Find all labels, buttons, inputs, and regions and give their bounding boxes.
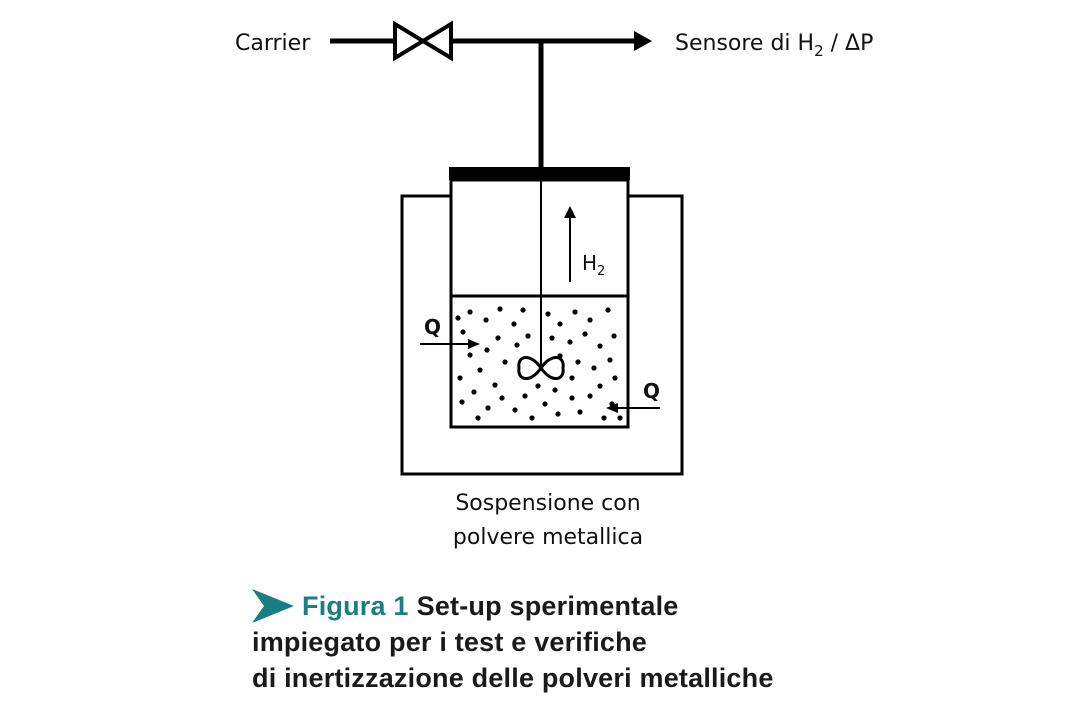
gas-label: H2 — [582, 251, 605, 279]
metal-powder-particles — [455, 306, 623, 421]
caption-text-line-1: Set-up sperimentale — [416, 591, 679, 621]
caption-arrow-icon — [252, 589, 294, 623]
reactor-vessel — [449, 178, 630, 429]
sensor-label: Sensore di H2 / ΔP — [675, 31, 873, 60]
suspension-label-line1: Sospensione con — [455, 491, 640, 516]
reactor-lid — [449, 167, 630, 180]
heat-label-right: Q — [643, 379, 660, 403]
suspension-label-line2: polvere metallica — [453, 525, 643, 550]
experimental-setup-diagram: Carrier Sensore di H2 / ΔP H2 — [235, 20, 873, 550]
figure-number: Figura 1 — [302, 591, 409, 621]
heat-label-left: Q — [424, 315, 441, 339]
carrier-label: Carrier — [235, 31, 311, 56]
caption-text-line-3: di inertizzazione delle polveri metallic… — [252, 663, 774, 693]
heat-arrowhead-left-icon — [468, 339, 480, 349]
valve-icon — [393, 20, 453, 62]
stirrer-impeller-icon — [517, 356, 565, 380]
gas-arrowhead-icon — [564, 206, 576, 218]
figure-caption: Figura 1 Set-up sperimentale impiegato p… — [252, 588, 1052, 696]
caption-line-1: Figura 1 Set-up sperimentale — [252, 588, 1052, 624]
heat-arrowhead-right-icon — [606, 403, 618, 413]
outlet-arrowhead-icon — [634, 31, 652, 51]
caption-text-line-2: impiegato per i test e verifiche — [252, 627, 648, 657]
